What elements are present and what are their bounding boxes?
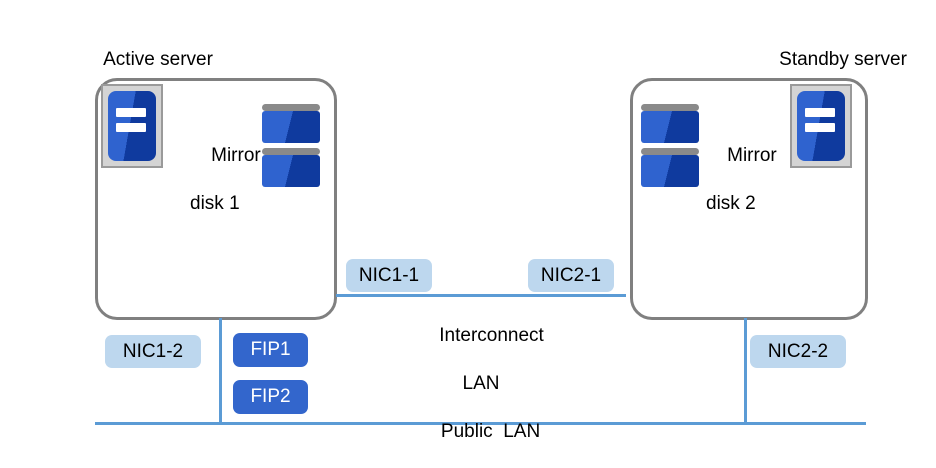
server2-role-label: Standby server <box>779 49 907 70</box>
interconnect-lan-label: Interconnect LAN <box>391 300 571 444</box>
public-lan-drop-server1 <box>219 318 222 424</box>
public-lan-label: Public LAN <box>390 396 570 468</box>
mirror-disk-1-label: Mirror disk 1 <box>190 120 261 264</box>
mirror-disk-1-label-line2: disk 1 <box>190 193 240 214</box>
public-lan-drop-server2 <box>744 318 747 424</box>
nic-badge-nic2-2[interactable]: NIC2-2 <box>750 335 846 368</box>
interconnect-lan-line <box>336 294 626 297</box>
server1-role-label: Active server <box>103 49 213 70</box>
fip-badge-fip1[interactable]: FIP1 <box>233 333 308 367</box>
public-lan-label-line1: Public LAN <box>440 421 541 442</box>
server2-machine-icon <box>790 84 852 168</box>
nic-badge-nic1-2[interactable]: NIC1-2 <box>105 335 201 368</box>
nic1-2-label: NIC1-2 <box>122 340 184 362</box>
mirror-disk-2-label: Mirror disk 2 <box>706 120 782 264</box>
public-lan-line <box>95 422 866 425</box>
nic-badge-nic1-1[interactable]: NIC1-1 <box>346 259 432 292</box>
mirror-disk-1-label-line1: Mirror <box>211 145 261 166</box>
interconnect-lan-label-line2: LAN <box>462 373 500 394</box>
mirror-disk-2-icon <box>641 104 699 187</box>
interconnect-lan-label-line1: Interconnect <box>439 325 544 346</box>
nic2-1-label: NIC2-1 <box>540 264 602 286</box>
mirror-disk-2-label-line2: disk 2 <box>706 193 756 214</box>
server1-machine-icon <box>101 84 163 168</box>
mirror-disk-1-icon <box>262 104 320 187</box>
nic2-2-label: NIC2-2 <box>767 340 829 362</box>
nic1-1-label: NIC1-1 <box>358 264 420 286</box>
fip1-label: FIP1 <box>250 339 291 360</box>
fip-badge-fip2[interactable]: FIP2 <box>233 380 308 414</box>
mirror-disk-2-label-line1: Mirror <box>727 145 777 166</box>
fip2-label: FIP2 <box>250 386 291 407</box>
diagram-canvas: Active server Server 1 Standby server Se… <box>95 49 907 444</box>
nic-badge-nic2-1[interactable]: NIC2-1 <box>528 259 614 292</box>
